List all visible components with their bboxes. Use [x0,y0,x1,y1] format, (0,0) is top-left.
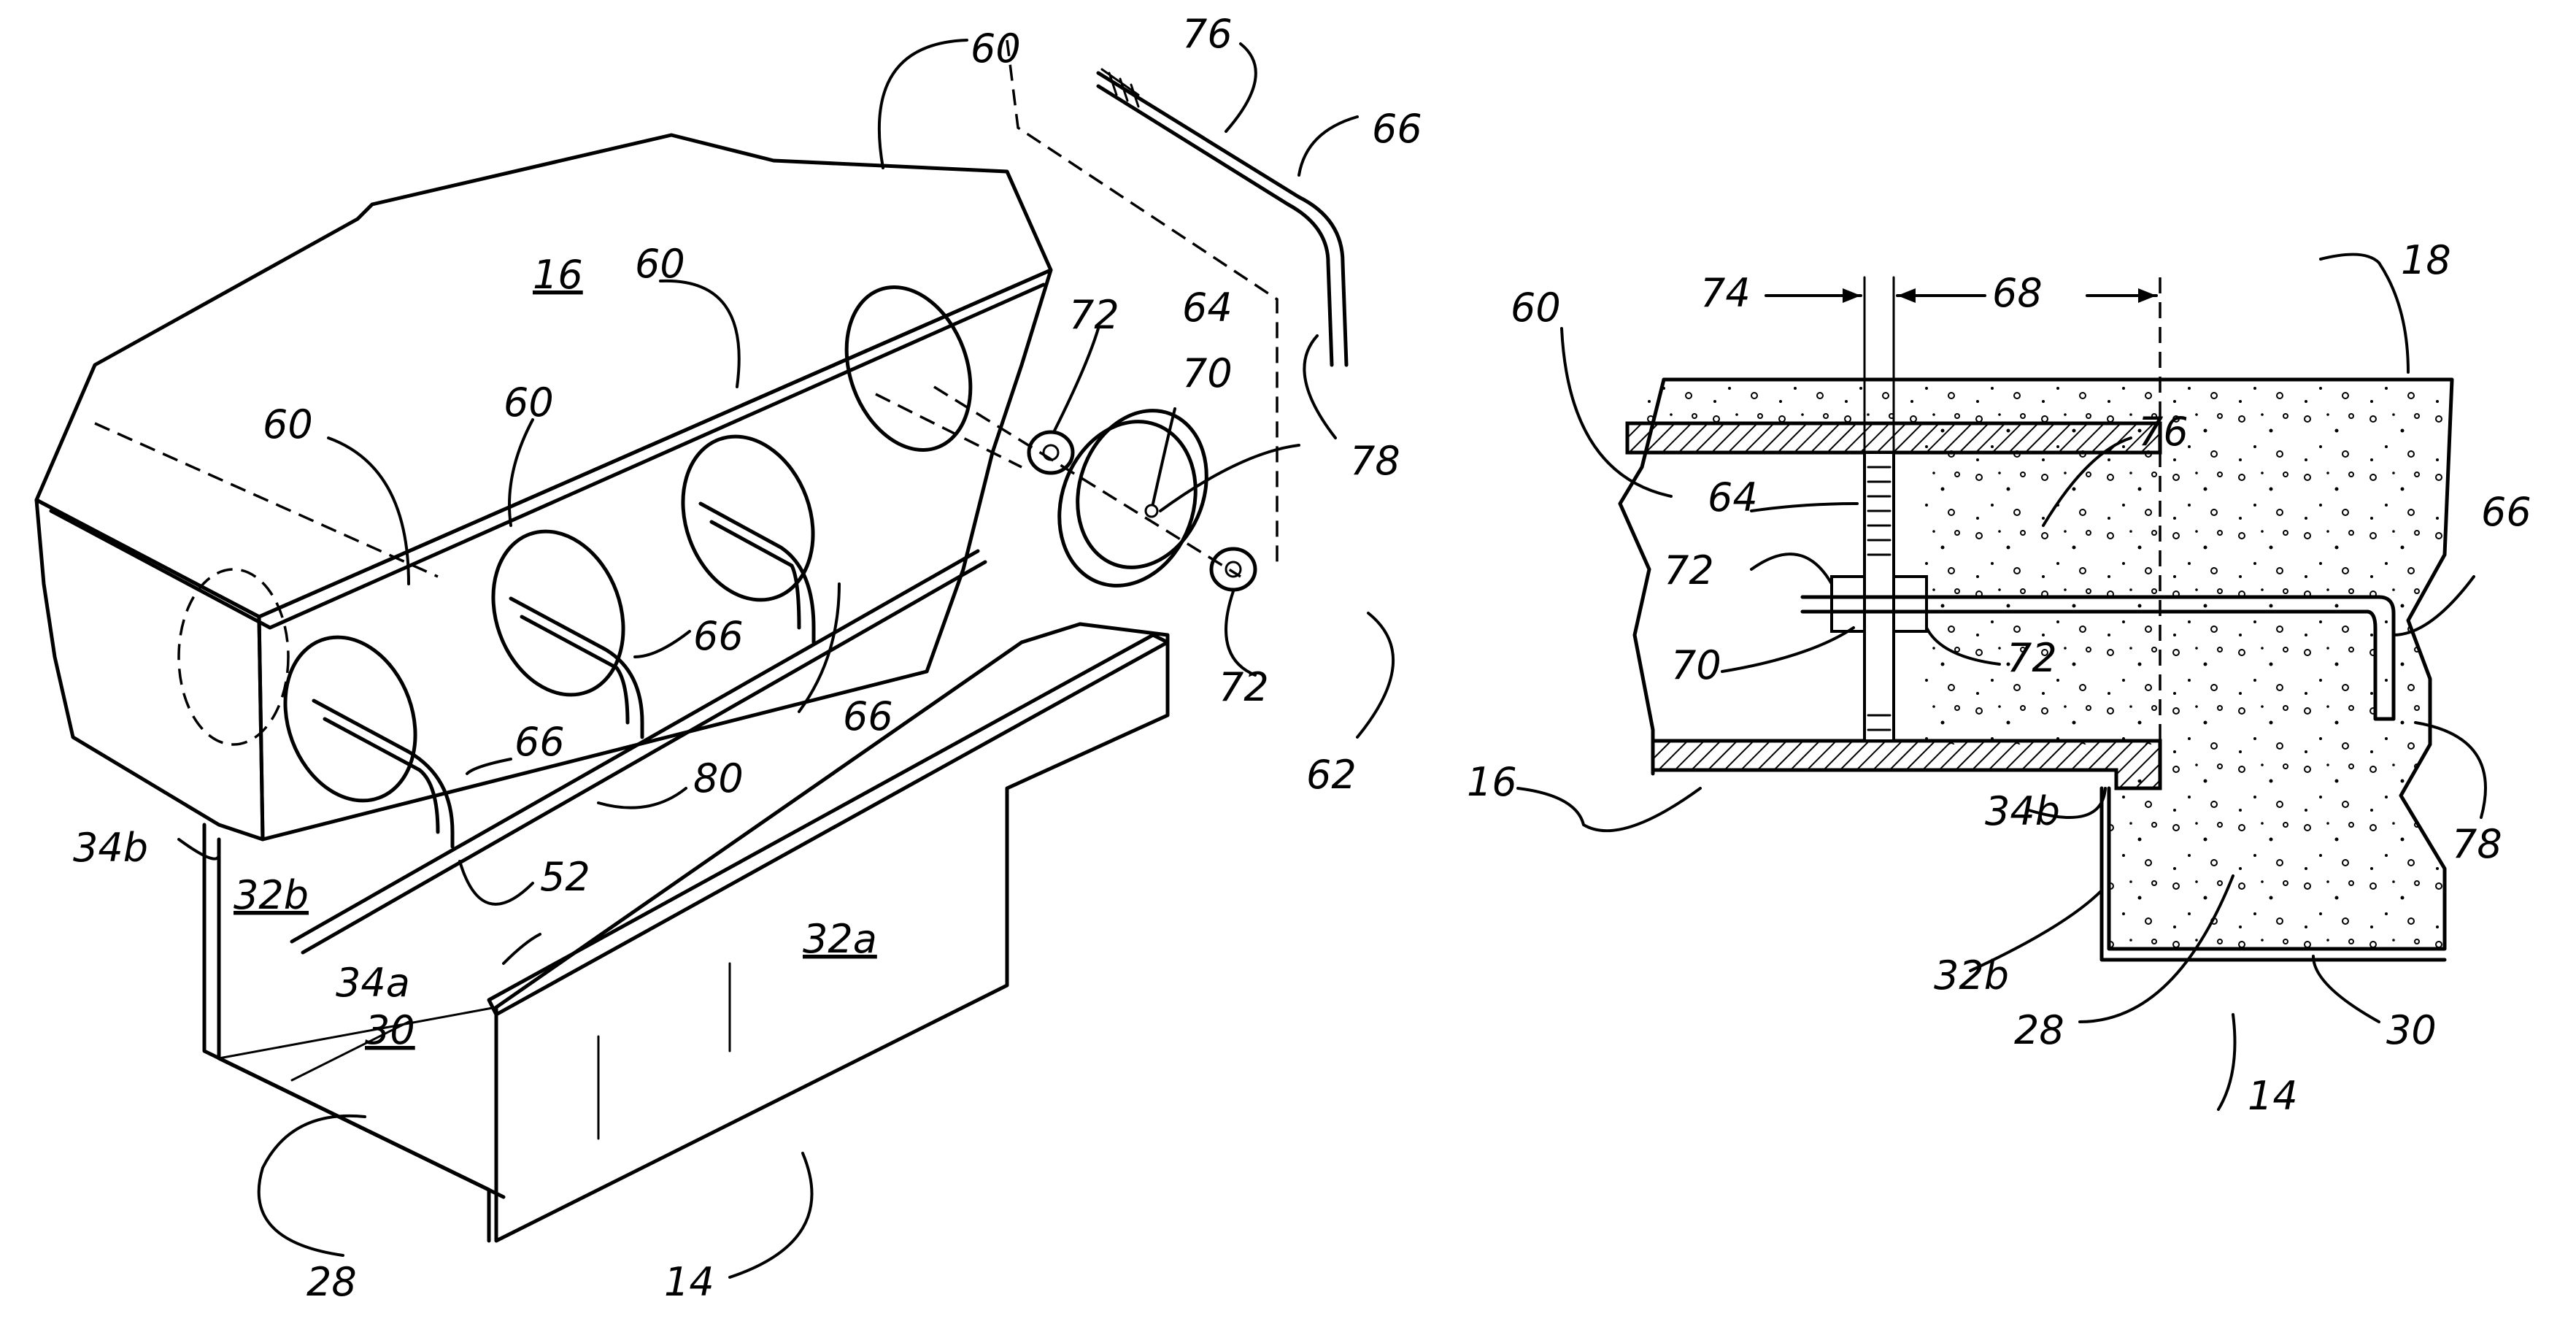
label-left-60-top: 60 [971,26,1021,72]
label-right-74: 74 [1700,270,1751,316]
label-left-66-c: 66 [843,693,893,739]
label-left-80: 80 [693,755,744,801]
channel-base [219,1007,496,1058]
label-left-30: 30 [365,1007,415,1053]
label-right-76: 76 [2138,409,2189,455]
label-left-66-a: 66 [693,613,744,659]
label-left-78: 78 [1350,438,1400,484]
label-right-60: 60 [1511,285,1561,331]
block-end-face [36,500,263,839]
nut-b [1211,549,1255,590]
bottom-plate [1653,741,2160,788]
bore-70 [1146,505,1157,517]
rod-80b [303,562,985,952]
label-right-14: 14 [2248,1073,2298,1119]
label-right-34b: 34b [1985,788,2060,834]
hole-2 [471,513,645,713]
label-left-64: 64 [1182,285,1233,331]
label-left-60-mid: 60 [635,241,685,287]
block-top-outline [36,135,1051,617]
label-left-70: 70 [1182,350,1233,396]
rebar-3b [712,522,799,628]
label-right-32b: 32b [1934,952,2009,998]
label-left-60-left2: 60 [504,380,554,426]
label-left-66-b: 66 [514,719,565,765]
label-right-68: 68 [1992,270,2043,316]
label-left-76: 76 [1182,11,1233,57]
block-front-face [259,270,1051,839]
label-right-28: 28 [2014,1007,2064,1053]
label-right-78: 78 [2452,821,2502,867]
block-top-concrete [1642,380,1919,423]
hidden-hole [179,569,288,744]
label-left-32b: 32b [234,872,309,918]
label-left-62: 62 [1306,752,1357,798]
label-left-60-left: 60 [263,401,313,447]
label-left-52: 52 [540,854,590,900]
label-right-72-b: 72 [2007,635,2057,681]
label-left-34b: 34b [73,825,148,871]
label-right-66: 66 [2481,489,2531,535]
nut-right-a [1832,577,1864,631]
label-right-70: 70 [1671,642,1721,688]
label-left-16: 16 [533,252,583,298]
nut-right-b [1894,577,1927,631]
hole-4 [825,270,992,468]
disk-64 [1037,402,1218,605]
label-right-64: 64 [1708,474,1758,520]
label-right-18: 18 [2401,237,2451,283]
label-left-14: 14 [664,1259,714,1305]
label-left-72-b: 72 [1219,664,1269,710]
label-right-30: 30 [2386,1007,2437,1053]
nut-a [1029,432,1073,473]
label-left-28: 28 [306,1259,357,1305]
label-left-34a: 34a [336,960,410,1006]
block-edge-line [51,285,1044,628]
label-left-72-a: 72 [1069,292,1119,338]
label-right-16: 16 [1467,759,1517,805]
label-left-32a: 32a [803,916,877,962]
label-right-72-a: 72 [1664,547,1714,593]
label-left-66-top: 66 [1372,106,1422,152]
